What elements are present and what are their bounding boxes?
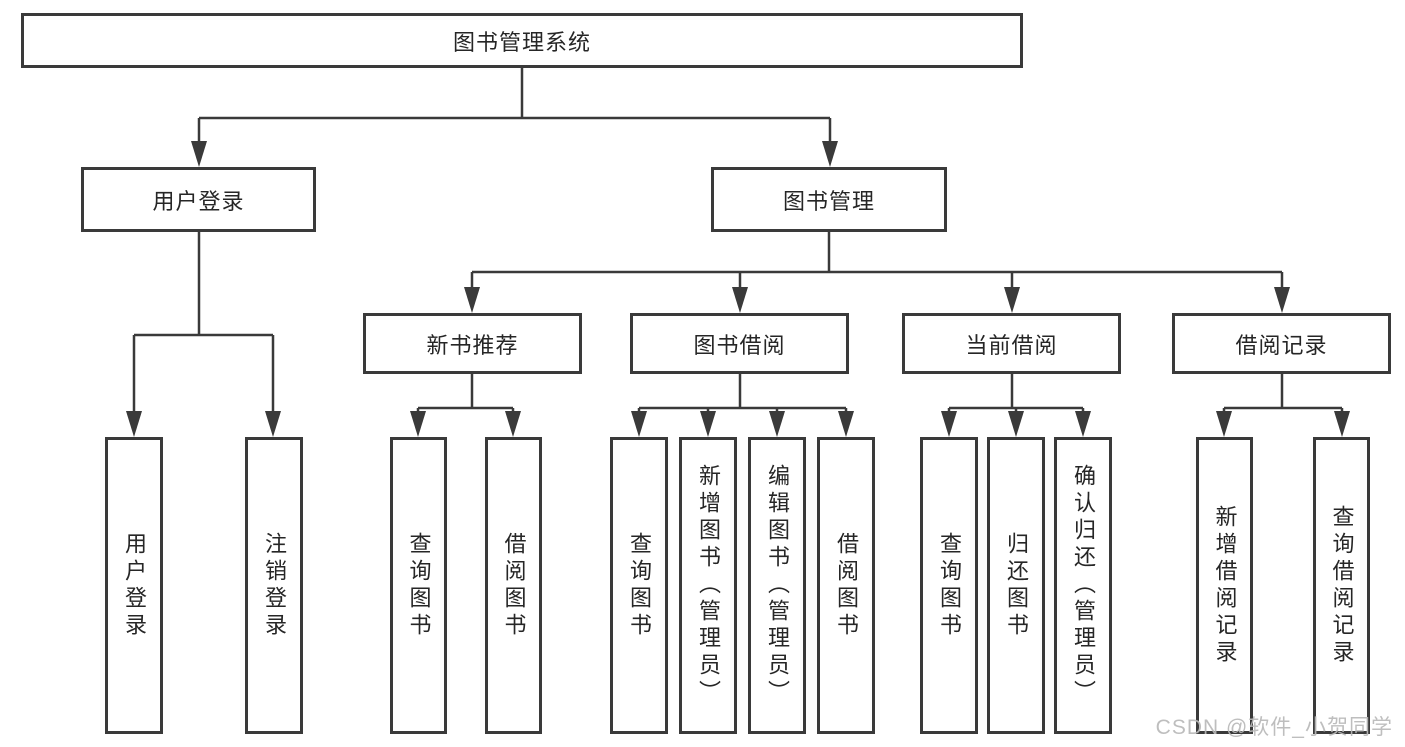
leaf-query-borrow-record-label: 查询借阅记录 [1329, 504, 1355, 667]
watermark: CSDN @软件_小贺同学 [1155, 716, 1393, 739]
leaf-user-login: 用户登录 [105, 437, 163, 734]
leaf-logout-label: 注销登录 [262, 531, 287, 640]
leaf-query-books-borrow-label: 查询图书 [627, 531, 652, 640]
leaf-borrow-book: 借阅图书 [817, 437, 875, 734]
node-user-login-label: 用户登录 [152, 188, 245, 214]
leaf-edit-book-admin: 编辑图书（管理员） [748, 437, 806, 734]
leaf-return-book: 归还图书 [987, 437, 1045, 734]
leaf-confirm-return-admin: 确认归还（管理员） [1054, 437, 1112, 734]
leaf-borrow-book-label: 借阅图书 [834, 531, 859, 640]
node-book-management-label: 图书管理 [782, 188, 875, 214]
node-current-borrow: 当前借阅 [902, 313, 1121, 374]
node-root-label: 图书管理系统 [452, 29, 591, 55]
node-book-borrow: 图书借阅 [630, 313, 849, 374]
node-new-book-recommend: 新书推荐 [363, 313, 582, 374]
leaf-query-books-recommend: 查询图书 [390, 437, 447, 734]
leaf-logout: 注销登录 [245, 437, 303, 734]
leaf-add-book-admin: 新增图书（管理员） [679, 437, 737, 734]
node-new-book-recommend-label: 新书推荐 [426, 332, 519, 358]
node-borrow-records-label: 借阅记录 [1235, 332, 1328, 358]
leaf-user-login-label: 用户登录 [122, 531, 147, 640]
leaf-query-borrow-record: 查询借阅记录 [1313, 437, 1370, 734]
node-borrow-records: 借阅记录 [1172, 313, 1391, 374]
leaf-borrow-book-recommend: 借阅图书 [485, 437, 542, 734]
leaf-confirm-return-admin-label: 确认归还（管理员） [1071, 464, 1096, 707]
leaf-add-borrow-record-label: 新增借阅记录 [1212, 504, 1238, 667]
leaf-query-books-current-label: 查询图书 [937, 531, 962, 640]
leaf-add-borrow-record: 新增借阅记录 [1196, 437, 1253, 734]
node-book-borrow-label: 图书借阅 [693, 332, 786, 358]
node-user-login: 用户登录 [81, 167, 316, 232]
leaf-edit-book-admin-label: 编辑图书（管理员） [765, 464, 790, 707]
node-root: 图书管理系统 [21, 13, 1023, 68]
leaf-query-books-borrow: 查询图书 [610, 437, 668, 734]
node-current-borrow-label: 当前借阅 [965, 332, 1058, 358]
leaf-query-books-recommend-label: 查询图书 [406, 531, 432, 640]
node-book-management: 图书管理 [711, 167, 947, 232]
leaf-return-book-label: 归还图书 [1004, 531, 1029, 640]
leaf-borrow-book-recommend-label: 借阅图书 [501, 531, 527, 640]
leaf-add-book-admin-label: 新增图书（管理员） [696, 464, 721, 707]
leaf-query-books-current: 查询图书 [920, 437, 978, 734]
